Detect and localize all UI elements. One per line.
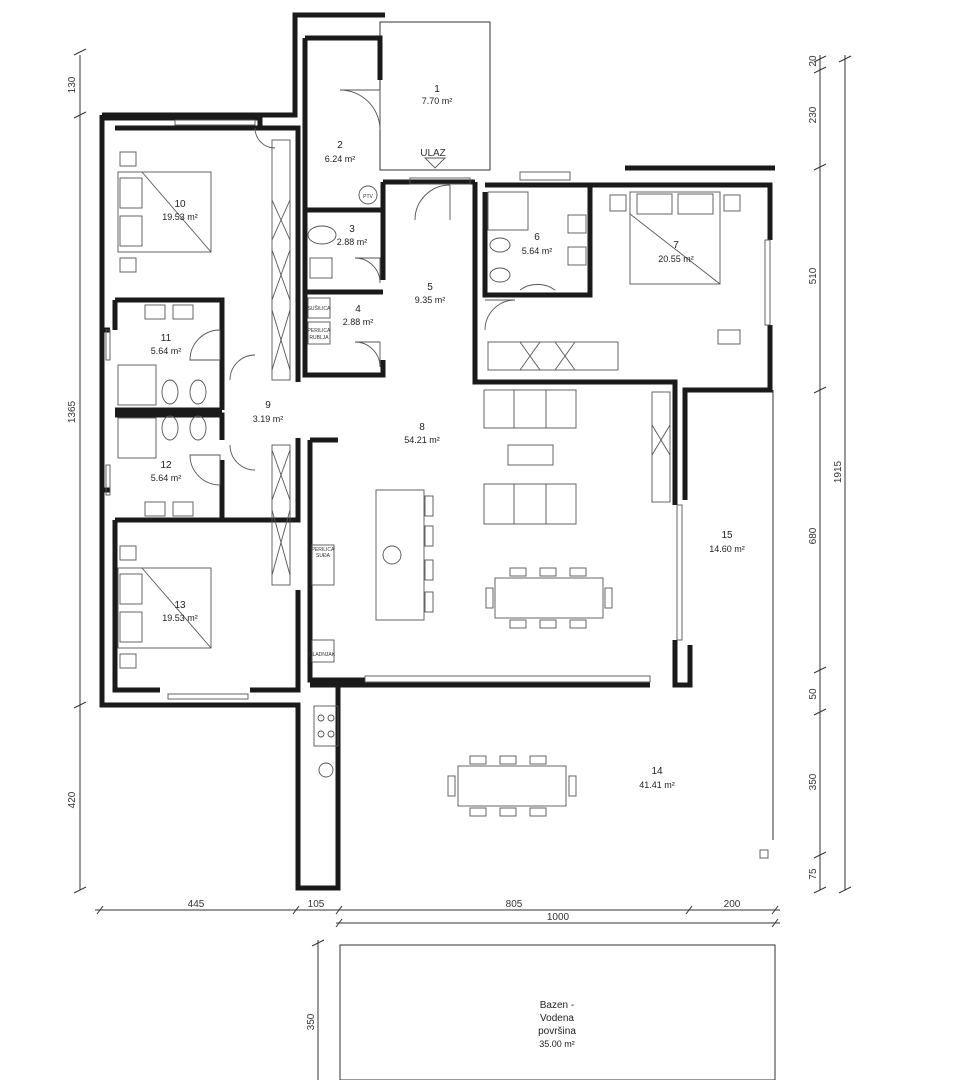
furniture: [117, 139, 769, 859]
room-7-number: 7: [673, 240, 679, 251]
dim-right-230: 230: [808, 106, 819, 123]
room-5-area: 9.35 m²: [415, 295, 446, 305]
room-14-area: 41.41 m²: [639, 780, 675, 790]
pool-label-line3: površina: [538, 1026, 576, 1037]
room-15-number: 15: [721, 530, 733, 541]
room-10-number: 10: [174, 199, 186, 210]
dim-right-510: 510: [808, 267, 819, 284]
room-4-area: 2.88 m²: [343, 317, 374, 327]
dim-right-350: 350: [808, 773, 819, 790]
room-8-number: 8: [419, 422, 425, 433]
outer-outlines: [339, 21, 776, 1080]
pool-label-line1: Bazen -: [540, 1000, 574, 1011]
dim-right-680: 680: [808, 527, 819, 544]
dim-bottom-200: 200: [724, 899, 741, 910]
dim-bottom-805: 805: [506, 899, 523, 910]
room-11-area: 5.64 m²: [151, 346, 182, 356]
dim-right-75: 75: [808, 868, 819, 880]
label-susilica: SUŠILICA: [308, 305, 331, 312]
dim-left-130: 130: [67, 76, 78, 93]
room-3-area: 2.88 m²: [337, 237, 368, 247]
label-hladnjak: HLADNJAK: [309, 652, 336, 658]
label-perilica-rublja-2: RUBLJA: [309, 335, 329, 341]
doors: [189, 89, 556, 486]
room-11-number: 11: [161, 333, 172, 344]
label-perilica-rublja-1: PERILICA: [308, 328, 331, 334]
room-4-number: 4: [355, 304, 361, 315]
room-12-number: 12: [160, 460, 172, 471]
room-10-area: 19.53 m²: [162, 212, 198, 222]
room-13-number: 13: [174, 600, 186, 611]
room-8-area: 54.21 m²: [404, 435, 440, 445]
room-13-area: 19.53 m²: [162, 613, 198, 623]
dimension-lines: [73, 48, 852, 1080]
dim-left-1365: 1365: [67, 400, 78, 423]
label-ulaz: ULAZ: [420, 148, 446, 159]
label-perilica-sudja-2: SUĐA: [316, 553, 331, 559]
room-15-area: 14.60 m²: [709, 544, 745, 554]
dim-bottom-105: 105: [308, 899, 325, 910]
room-14-number: 14: [651, 766, 663, 777]
dim-left-420: 420: [67, 791, 78, 808]
room-7-area: 20.55 m²: [658, 254, 694, 264]
room-2-area: 6.24 m²: [325, 154, 356, 164]
dim-right-20: 20: [808, 55, 819, 67]
label-perilica-sudja-1: PERILICA: [312, 547, 335, 553]
room-3-number: 3: [349, 224, 355, 235]
room-2-number: 2: [337, 140, 343, 151]
pool-area: 35.00 m²: [539, 1039, 575, 1049]
walls: [99, 12, 775, 891]
room-1-area: 7.70 m²: [422, 96, 453, 106]
dim-bottom-445: 445: [188, 899, 205, 910]
room-6-area: 5.64 m²: [522, 246, 553, 256]
room-5-number: 5: [427, 282, 433, 293]
dim-right-50: 50: [808, 688, 819, 700]
windows: [105, 119, 771, 700]
room-1-number: 1: [434, 84, 440, 95]
room-6-number: 6: [534, 232, 540, 243]
room-9-number: 9: [265, 400, 271, 411]
dim-right-total: 1915: [833, 460, 844, 483]
pool-label-line2: Vodena: [540, 1013, 574, 1024]
room-9-area: 3.19 m²: [253, 414, 284, 424]
dim-pool-depth: 350: [306, 1013, 317, 1030]
room-12-area: 5.64 m²: [151, 473, 182, 483]
dim-bottom-total: 1000: [547, 912, 570, 923]
label-ptv: PTV: [363, 194, 373, 200]
